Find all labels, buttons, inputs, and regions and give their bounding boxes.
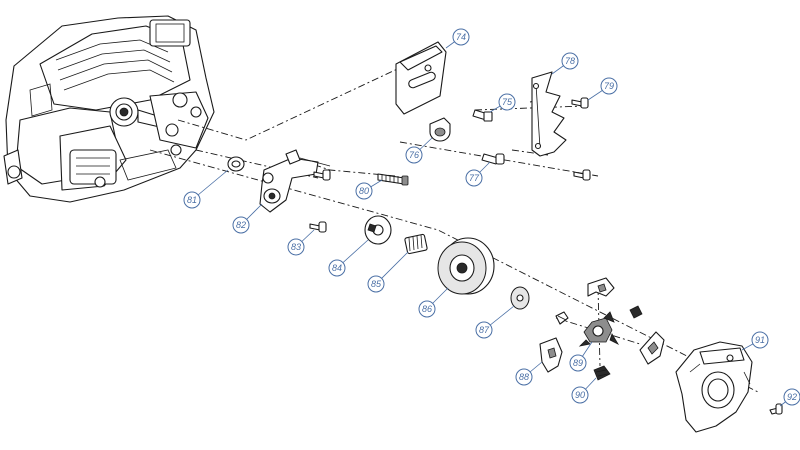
callout-78: 78 xyxy=(551,52,579,75)
spike-bumper-icon xyxy=(531,71,567,157)
part-number-label: 74 xyxy=(456,32,466,42)
clutch-hub-icon xyxy=(578,311,620,347)
part-number-label: 90 xyxy=(575,390,585,400)
callout-circle xyxy=(600,77,618,95)
part-number-label: 78 xyxy=(565,56,575,66)
spring-icon xyxy=(629,305,643,319)
clutch-shoe-icon xyxy=(587,277,615,297)
callout-circle xyxy=(452,28,470,46)
callout-81: 81 xyxy=(183,169,229,209)
bushing-icon xyxy=(429,117,451,142)
part-number-label: 85 xyxy=(371,279,382,289)
screw-icon xyxy=(571,97,589,109)
spring-icon xyxy=(593,365,611,381)
clutch-shoe-icon xyxy=(639,331,665,365)
callout-circle xyxy=(571,386,589,404)
engine-crankcase-icon xyxy=(3,15,215,203)
callout-86: 86 xyxy=(418,287,449,318)
callout-74: 74 xyxy=(445,28,470,49)
chain-guide-plate-icon xyxy=(395,41,447,115)
callout-circle xyxy=(328,259,346,277)
callout-circle xyxy=(355,182,373,200)
part-number-label: 83 xyxy=(291,242,301,252)
part-number-label: 89 xyxy=(573,358,583,368)
callout-84: 84 xyxy=(328,239,369,277)
washer-icon xyxy=(227,156,245,172)
callout-circle xyxy=(367,275,385,293)
bolt-icon xyxy=(481,153,505,165)
screw-icon xyxy=(313,169,331,181)
screw-icon xyxy=(573,169,591,181)
callout-circle xyxy=(569,354,587,372)
callout-77: 77 xyxy=(465,161,491,187)
washer-icon xyxy=(510,286,530,310)
part-number-label: 91 xyxy=(755,335,765,345)
callout-circle xyxy=(751,331,769,349)
callout-80: 80 xyxy=(355,179,383,200)
callout-88: 88 xyxy=(515,361,543,386)
callout-91: 91 xyxy=(741,331,769,351)
part-number-label: 86 xyxy=(422,304,432,314)
callout-circle xyxy=(465,169,483,187)
callout-circle xyxy=(418,300,436,318)
oil-pump-icon xyxy=(259,149,331,213)
callout-circle xyxy=(232,216,250,234)
callout-circle xyxy=(405,146,423,164)
part-number-label: 77 xyxy=(469,173,480,183)
callout-92: 92 xyxy=(779,388,800,407)
callout-89: 89 xyxy=(569,341,593,372)
clutch-drum-icon xyxy=(437,237,495,295)
spring-icon xyxy=(555,311,569,325)
callout-76: 76 xyxy=(405,137,433,164)
part-number-label: 76 xyxy=(409,150,419,160)
callout-82: 82 xyxy=(232,203,263,234)
clutch-shoe-icon xyxy=(539,337,563,373)
callout-75: 75 xyxy=(489,93,516,113)
part-number-label: 82 xyxy=(236,220,246,230)
part-number-label: 75 xyxy=(502,97,513,107)
callout-83: 83 xyxy=(287,229,315,256)
needle-bearing-icon xyxy=(404,233,428,255)
clutch-cover-icon xyxy=(675,341,753,433)
screw-icon xyxy=(769,403,783,415)
callout-circle xyxy=(561,52,579,70)
callout-circle xyxy=(498,93,516,111)
callout-79: 79 xyxy=(587,77,618,101)
callout-circle xyxy=(475,321,493,339)
part-number-label: 81 xyxy=(187,195,197,205)
part-number-label: 88 xyxy=(519,372,529,382)
callout-circle xyxy=(183,191,201,209)
callout-85: 85 xyxy=(367,251,409,293)
part-number-label: 80 xyxy=(359,186,369,196)
part-number-label: 87 xyxy=(479,325,490,335)
screw-icon xyxy=(309,221,327,233)
callout-circle xyxy=(783,388,800,406)
bolt-icon xyxy=(472,109,493,122)
callout-90: 90 xyxy=(571,377,597,404)
part-number-label: 84 xyxy=(332,263,342,273)
drive-plate-icon xyxy=(364,215,392,245)
part-number-label: 79 xyxy=(604,81,614,91)
callout-circle xyxy=(515,368,533,386)
part-callouts: 74 75 76 77 78 79 80 81 82 83 84 85 86 87 88 89 90 91 92 xyxy=(183,28,800,407)
worm-gear-icon xyxy=(377,173,409,186)
callout-87: 87 xyxy=(475,305,515,339)
part-number-label: 92 xyxy=(787,392,797,402)
callout-circle xyxy=(287,238,305,256)
